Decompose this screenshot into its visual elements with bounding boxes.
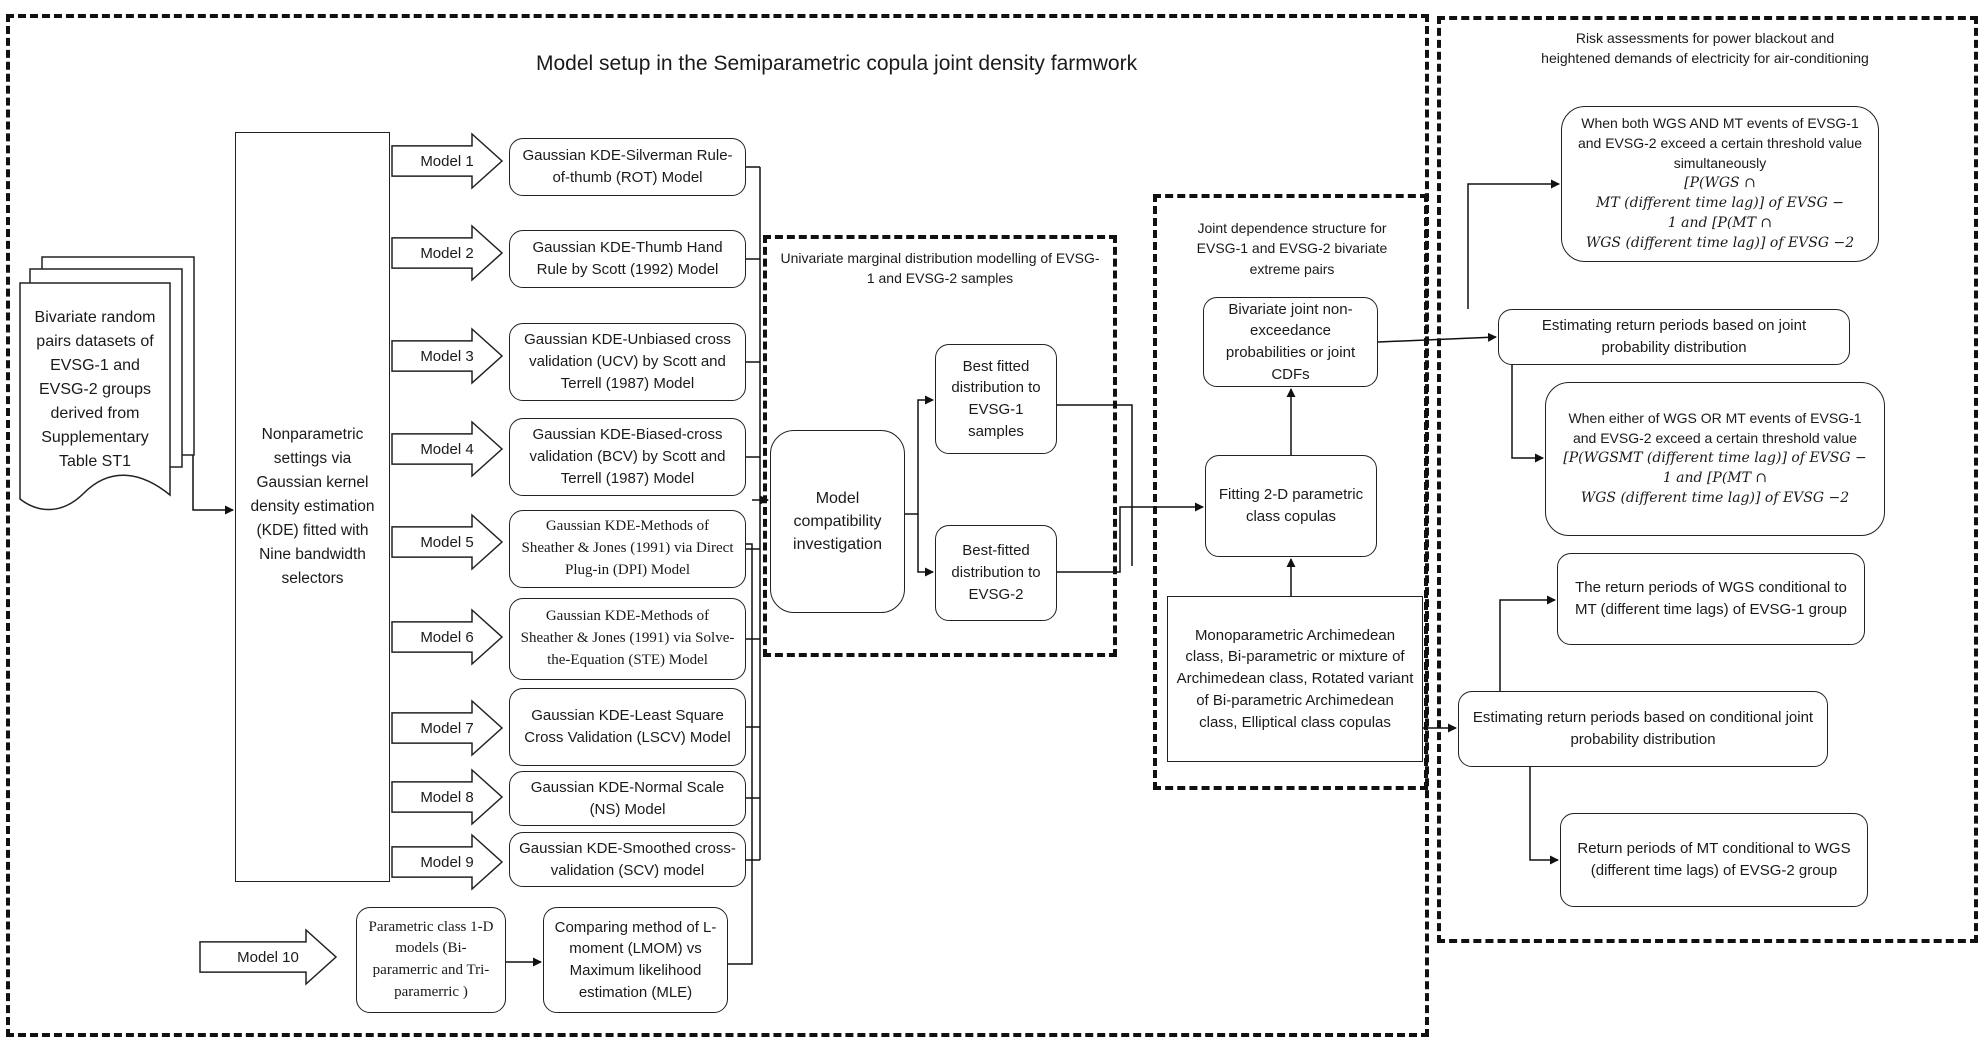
joint-return-period-box: Estimating return periods based on joint… xyxy=(1498,309,1850,365)
risk-title: Risk assessments for power blackout and … xyxy=(1541,30,1869,67)
conditional-rp-mt-box: Return periods of MT conditional to WGS … xyxy=(1560,813,1868,907)
conditional-rp-wgs-box: The return periods of WGS conditional to… xyxy=(1557,553,1865,645)
nonparametric-box: Nonparametric settings via Gaussian kern… xyxy=(235,132,390,882)
dataset-document-stack: Bivariate random pairs datasets of EVSG-… xyxy=(18,255,198,520)
best2-box: Best-fitted distribution to EVSG-2 xyxy=(935,525,1057,621)
and-event-box: When both WGS AND MT events of EVSG-1 an… xyxy=(1561,106,1879,262)
and-event-formula-4: WGS (different time lag)] of EVSG −2 xyxy=(1585,234,1855,251)
model-6-box: Gaussian KDE-Methods of Sheather & Jones… xyxy=(509,598,746,680)
model-2-box: Gaussian KDE-Thumb Hand Rule by Scott (1… xyxy=(509,230,746,288)
and-event-formula-2: MT (different time lag)] of EVSG − xyxy=(1596,194,1844,211)
best1-box: Best fitted distribution to EVSG-1 sampl… xyxy=(935,344,1057,454)
parametric-box: Parametric class 1-D models (Bi-paramerr… xyxy=(356,907,506,1013)
or-event-text: When either of WGS OR MT events of EVSG-… xyxy=(1568,410,1862,447)
joint-title: Joint dependence structure for EVSG-1 an… xyxy=(1196,220,1388,277)
model-4-box: Gaussian KDE-Biased-cross validation (BC… xyxy=(509,418,746,496)
model-1-box: Gaussian KDE-Silverman Rule-of-thumb (RO… xyxy=(509,138,746,196)
and-event-text: When both WGS AND MT events of EVSG-1 an… xyxy=(1577,115,1863,172)
model-7-box: Gaussian KDE-Least Square Cross Validati… xyxy=(509,688,746,766)
setup-title: Model setup in the Semiparametric copula… xyxy=(536,52,1138,75)
fitting-copula-box: Fitting 2-D parametric class copulas xyxy=(1205,455,1377,557)
or-event-box: When either of WGS OR MT events of EVSG-… xyxy=(1545,382,1885,536)
and-event-formula-3: 1 and [P(MT ∩ xyxy=(1667,214,1773,231)
dataset-label: Bivariate random pairs datasets of EVSG-… xyxy=(34,309,156,470)
bivariate-cdf-box: Bivariate joint non-exceedance probabili… xyxy=(1203,297,1378,387)
copula-classes-box: Monoparametric Archimedean class, Bi-par… xyxy=(1167,596,1423,762)
model-3-box: Gaussian KDE-Unbiased cross validation (… xyxy=(509,323,746,401)
univariate-region xyxy=(763,235,1117,657)
and-event-formula-1: [P(WGS ∩ xyxy=(1684,175,1756,192)
comparing-box: Comparing method of L-moment (LMOM) vs M… xyxy=(543,907,728,1013)
or-event-formula-3: WGS (different time lag)] of EVSG −2 xyxy=(1580,489,1850,506)
or-event-formula-1: [P(WGSMT (different time lag)] of EVSG − xyxy=(1563,450,1867,467)
model-8-box: Gaussian KDE-Normal Scale (NS) Model xyxy=(509,771,746,826)
compat-box: Model compatibility investigation xyxy=(770,430,905,613)
conditional-return-period-box: Estimating return periods based on condi… xyxy=(1458,691,1828,767)
model-5-box: Gaussian KDE-Methods of Sheather & Jones… xyxy=(509,510,746,588)
univariate-title: Univariate marginal distribution modelli… xyxy=(780,250,1100,287)
risk-region xyxy=(1437,16,1978,943)
model-9-box: Gaussian KDE-Smoothed cross-validation (… xyxy=(509,832,746,887)
joint-region xyxy=(1153,194,1428,790)
or-event-formula-2: 1 and [P(MT ∩ xyxy=(1662,469,1768,486)
